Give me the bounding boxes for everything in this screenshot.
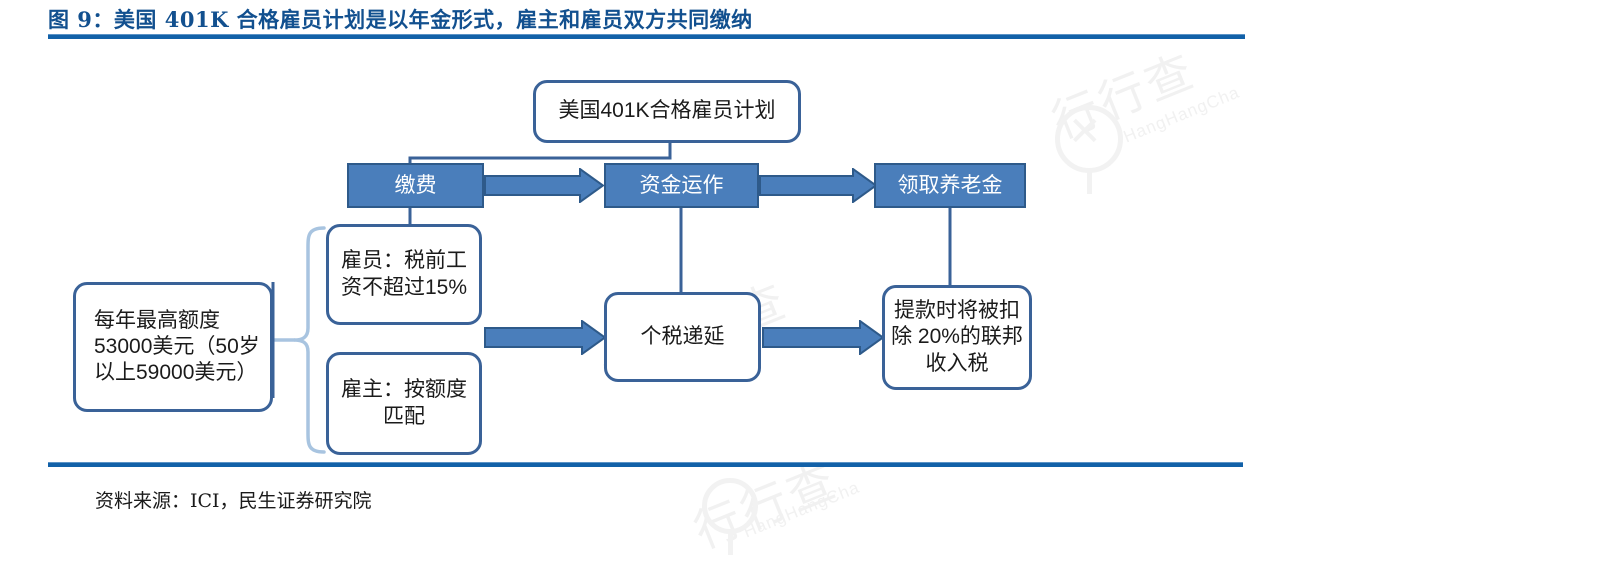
arrow-contribution-to-operation	[484, 167, 605, 208]
figure-canvas: 行行查 HangHangCha ✕ 行行查 HangHangCha 行行查 Ha…	[48, 7, 1245, 558]
source-divider-bottom	[48, 462, 1243, 467]
node-flow-contribution[interactable]: 缴费	[347, 163, 484, 208]
bracket-connector	[268, 224, 328, 456]
node-annual-limit[interactable]: 每年最高额度53000美元（50岁以上59000美元）	[73, 282, 273, 412]
watermark-ring-icon-3	[702, 478, 758, 555]
watermark-brand-text: HangHangCha	[1120, 82, 1243, 147]
node-flow-operation-label: 资金运作	[639, 173, 724, 197]
node-flow-pension[interactable]: 领取养老金	[874, 163, 1026, 208]
node-plan-title-label: 美国401K合格雇员计划	[558, 99, 776, 123]
node-tax-deferral-label: 个税递延	[640, 324, 725, 348]
figure-title: 图 9：美国 401K 合格雇员计划是以年金形式，雇主和雇员双方共同缴纳	[48, 7, 753, 32]
watermark-x-icon: ✕	[1068, 110, 1102, 154]
arrow-operation-to-pension	[759, 167, 878, 208]
node-withholding-tax-label: 提款时将被扣除 20%的联邦收入税	[891, 299, 1023, 375]
arrow-deferral-to-withholding	[762, 319, 885, 360]
node-flow-operation[interactable]: 资金运作	[604, 163, 759, 208]
node-flow-contribution-label: 缴费	[394, 173, 437, 197]
node-plan-title[interactable]: 美国401K合格雇员计划	[533, 80, 801, 143]
node-withholding-tax[interactable]: 提款时将被扣除 20%的联邦收入税	[882, 285, 1032, 390]
connector-pension-to-withholding	[944, 205, 956, 285]
node-tax-deferral[interactable]: 个税递延	[604, 292, 761, 382]
connector-limit-box-stem	[268, 282, 278, 398]
node-annual-limit-label: 每年最高额度53000美元（50岁以上59000美元）	[94, 308, 260, 385]
node-employee-contribution[interactable]: 雇员：税前工资不超过15%	[326, 224, 482, 325]
node-employee-contribution-label: 雇员：税前工资不超过15%	[340, 249, 468, 299]
watermark-logo-text: 行行查	[1044, 43, 1204, 148]
arrow-contribution-to-deferral	[484, 319, 607, 360]
node-employer-match-label: 雇主：按额度匹配	[341, 378, 467, 428]
watermark-ring-icon	[1055, 105, 1123, 194]
connector-operation-to-deferral	[675, 205, 687, 295]
figure-source: 资料来源：ICI，民生证券研究院	[95, 490, 372, 512]
title-divider-top	[48, 34, 1245, 39]
watermark-brand-text-3: HangHangCha	[740, 477, 863, 542]
node-flow-pension-label: 领取养老金	[897, 173, 1003, 197]
node-employer-match[interactable]: 雇主：按额度匹配	[326, 352, 482, 455]
